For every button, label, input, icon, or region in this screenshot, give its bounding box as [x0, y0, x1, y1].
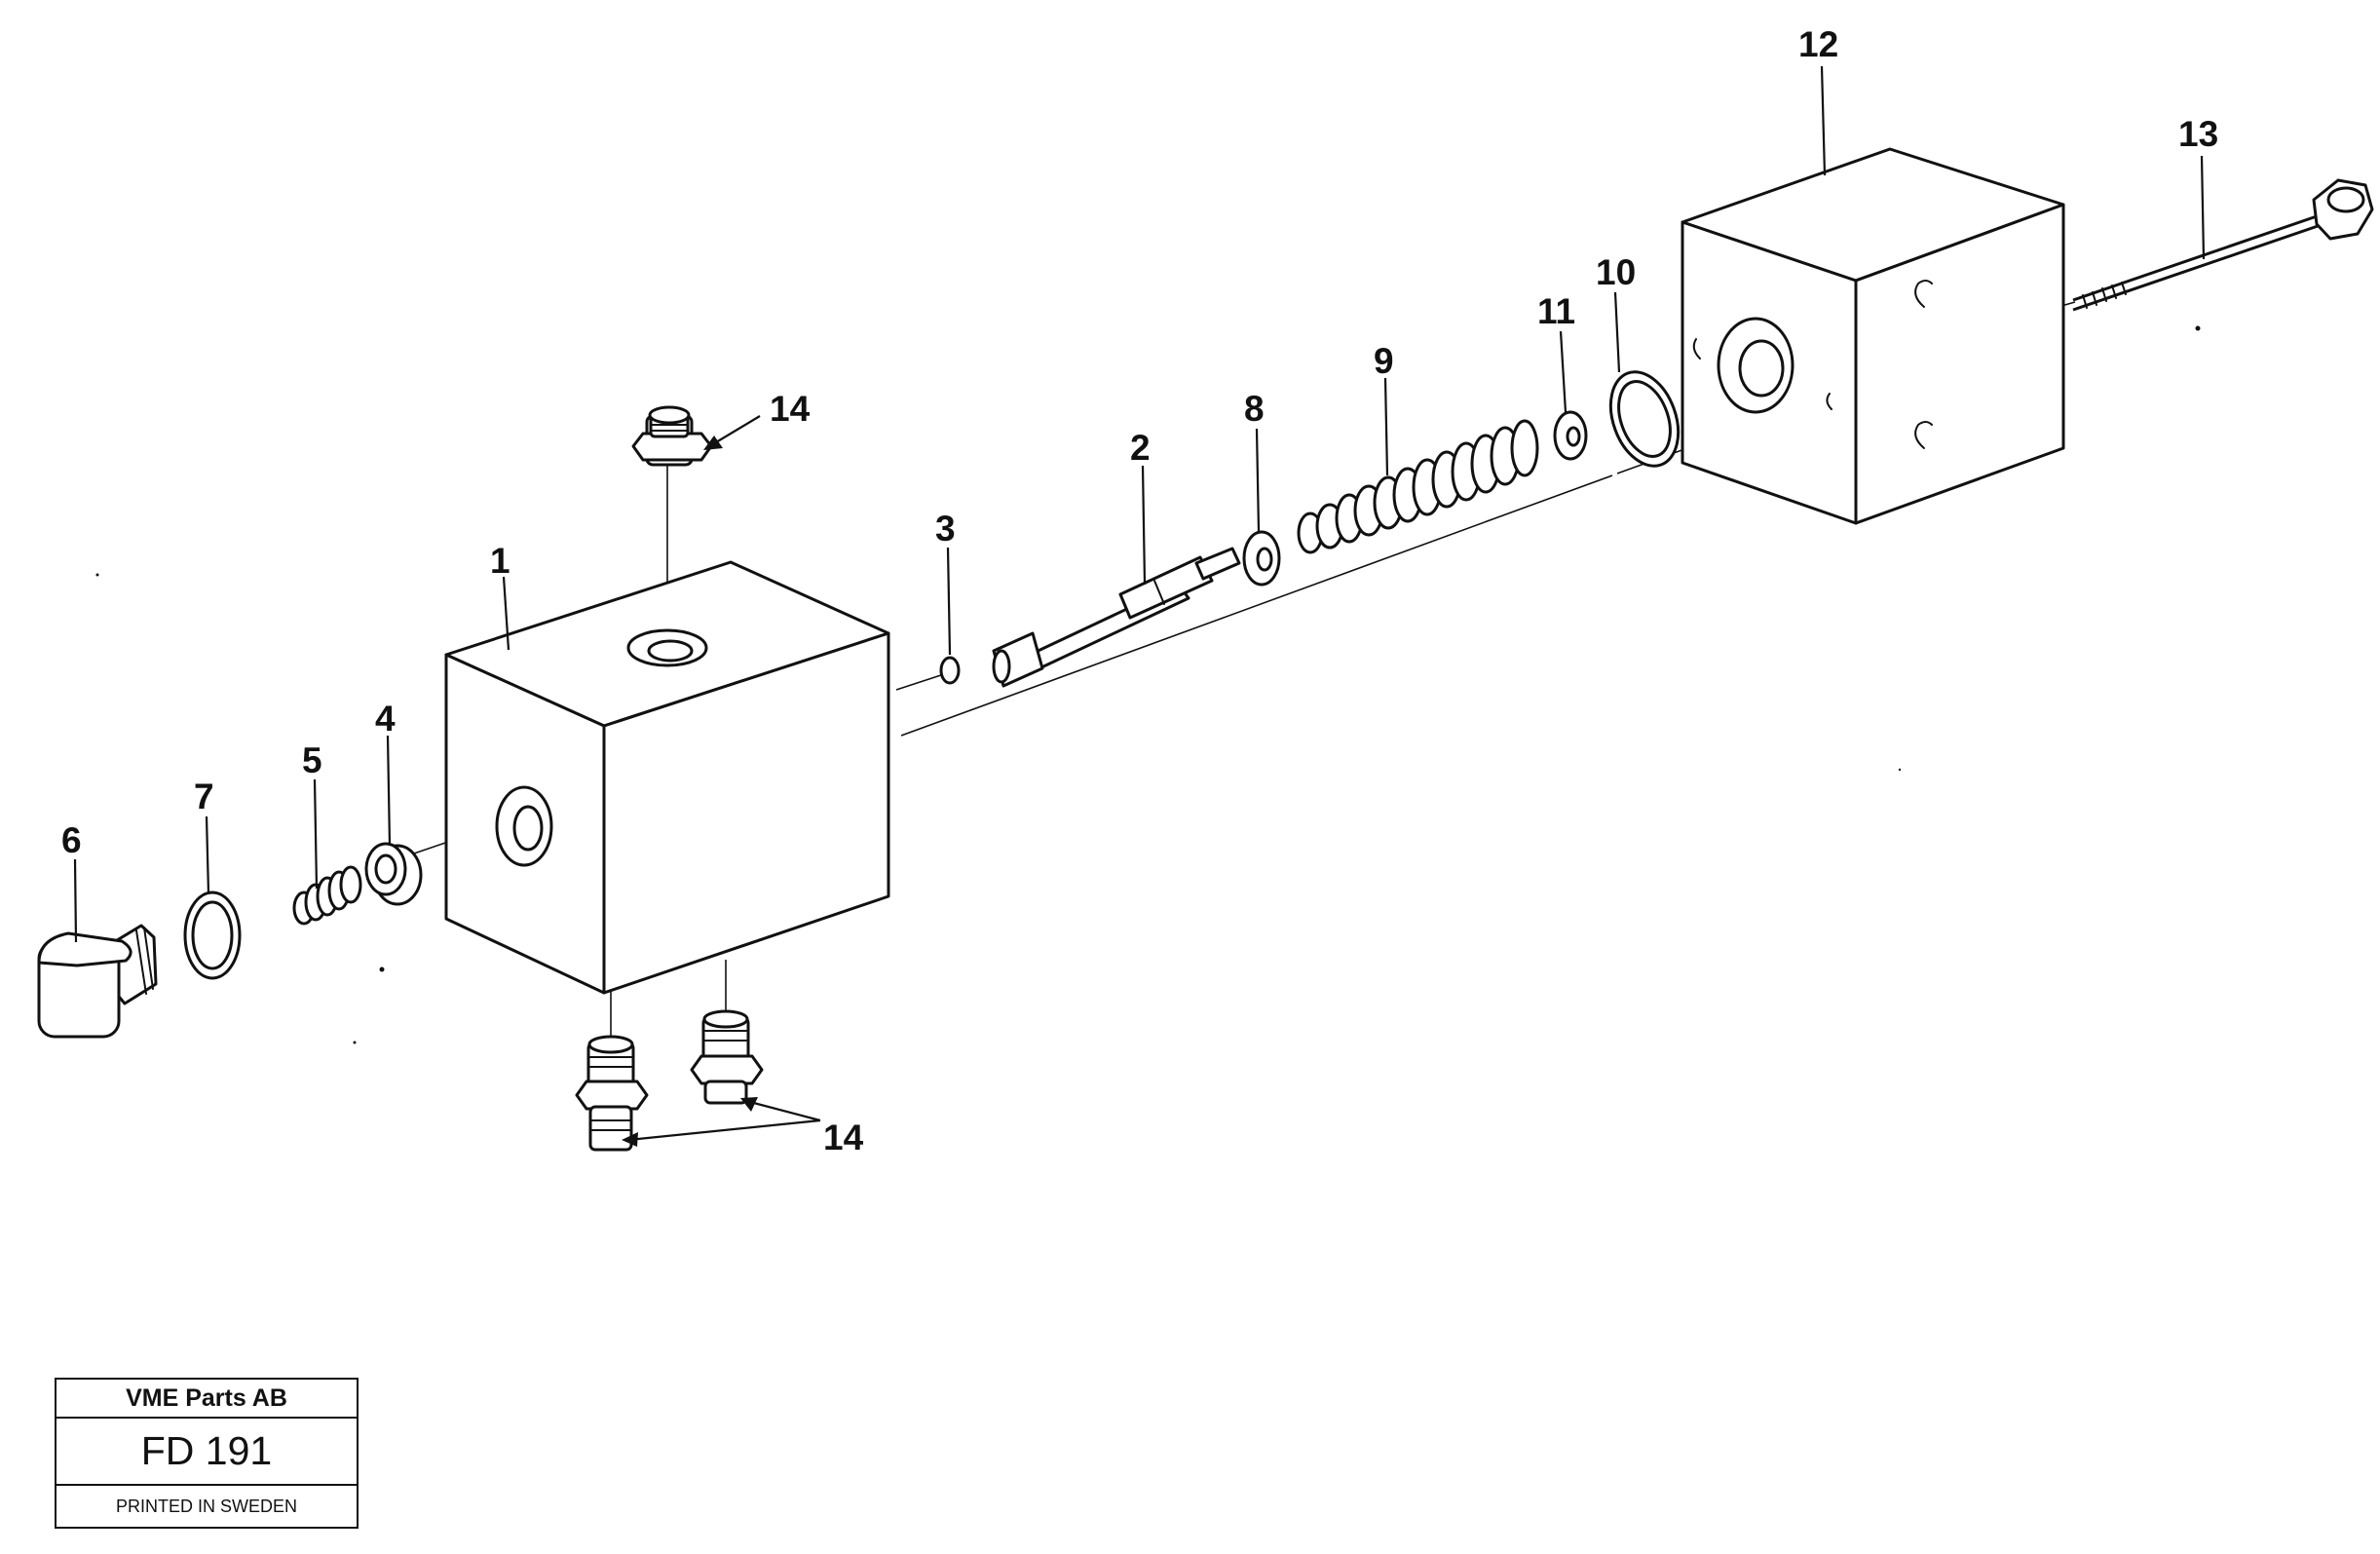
callout-10: 10 — [1596, 252, 1636, 292]
callout-2: 2 — [1130, 428, 1151, 468]
valve-end-block — [1681, 147, 2065, 525]
washer-11 — [1553, 410, 1588, 461]
washer-8 — [1242, 530, 1281, 587]
plug-screw — [37, 924, 158, 1039]
arrowheads — [622, 436, 758, 1147]
callout-12: 12 — [1798, 24, 1838, 64]
callout-numbers: 1 2 3 4 5 6 7 8 9 10 11 12 13 14 14 — [61, 24, 2218, 1157]
large-spring — [1297, 419, 1539, 554]
callout-14-bottom: 14 — [823, 1118, 864, 1157]
callout-1: 1 — [490, 541, 510, 581]
sealing-ring-10 — [1608, 370, 1681, 468]
callout-8: 8 — [1244, 389, 1265, 429]
valve-spool — [992, 547, 1241, 688]
small-o-ring — [939, 656, 961, 685]
document-number: FD 191 — [57, 1419, 357, 1486]
leader-lines — [73, 65, 2206, 1142]
scan-specks — [95, 325, 2201, 1044]
callout-14-top: 14 — [770, 389, 811, 429]
callout-3: 3 — [935, 509, 956, 549]
sealing-washer-7 — [183, 891, 242, 980]
adapter-nipple-bottom-left — [575, 1035, 649, 1152]
company-name: VME Parts AB — [57, 1380, 357, 1419]
adapter-nipple-top — [631, 405, 713, 467]
callout-6: 6 — [61, 820, 82, 860]
adapter-nipple-bottom-right — [690, 1009, 764, 1105]
printed-note: PRINTED IN SWEDEN — [115, 1496, 297, 1516]
callout-11: 11 — [1537, 291, 1575, 331]
callout-13: 13 — [2178, 114, 2218, 154]
small-spring — [292, 865, 362, 926]
callout-4: 4 — [375, 699, 396, 739]
callout-5: 5 — [302, 740, 322, 780]
title-block: VME Parts AB FD 191 PRINTED IN SWEDEN — [55, 1378, 359, 1529]
callout-7: 7 — [194, 777, 214, 816]
callout-9: 9 — [1374, 341, 1394, 381]
valve-housing-block — [444, 560, 890, 995]
valve-seat — [364, 842, 423, 906]
through-bolt — [2072, 178, 2374, 312]
